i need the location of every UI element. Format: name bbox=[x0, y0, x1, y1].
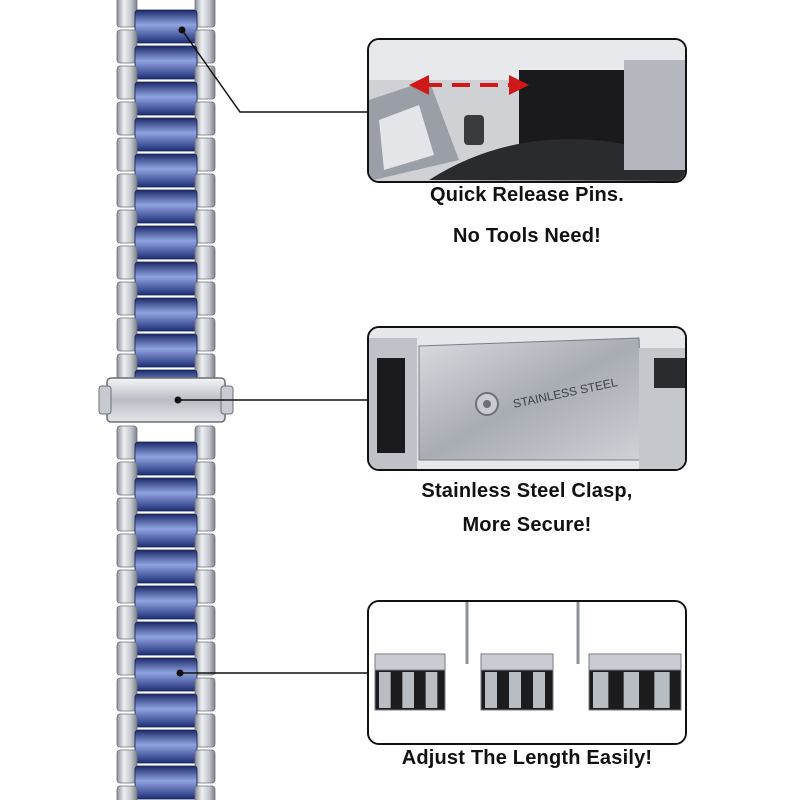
clasp-caption-line2: More Secure! bbox=[462, 514, 592, 536]
quick-release-photo bbox=[367, 38, 687, 183]
adjust-length-caption: Adjust The Length Easily! bbox=[401, 747, 653, 769]
clasp-photo: STAINLESS STEEL bbox=[367, 326, 687, 471]
quick-release-caption-line1: Quick Release Pins. bbox=[430, 184, 624, 206]
watch-strap-image bbox=[98, 0, 234, 800]
adjust-length-photo bbox=[367, 600, 687, 745]
clasp-caption-line1: Stainless Steel Clasp, bbox=[421, 480, 633, 502]
quick-release-caption-line2: No Tools Need! bbox=[453, 225, 601, 247]
